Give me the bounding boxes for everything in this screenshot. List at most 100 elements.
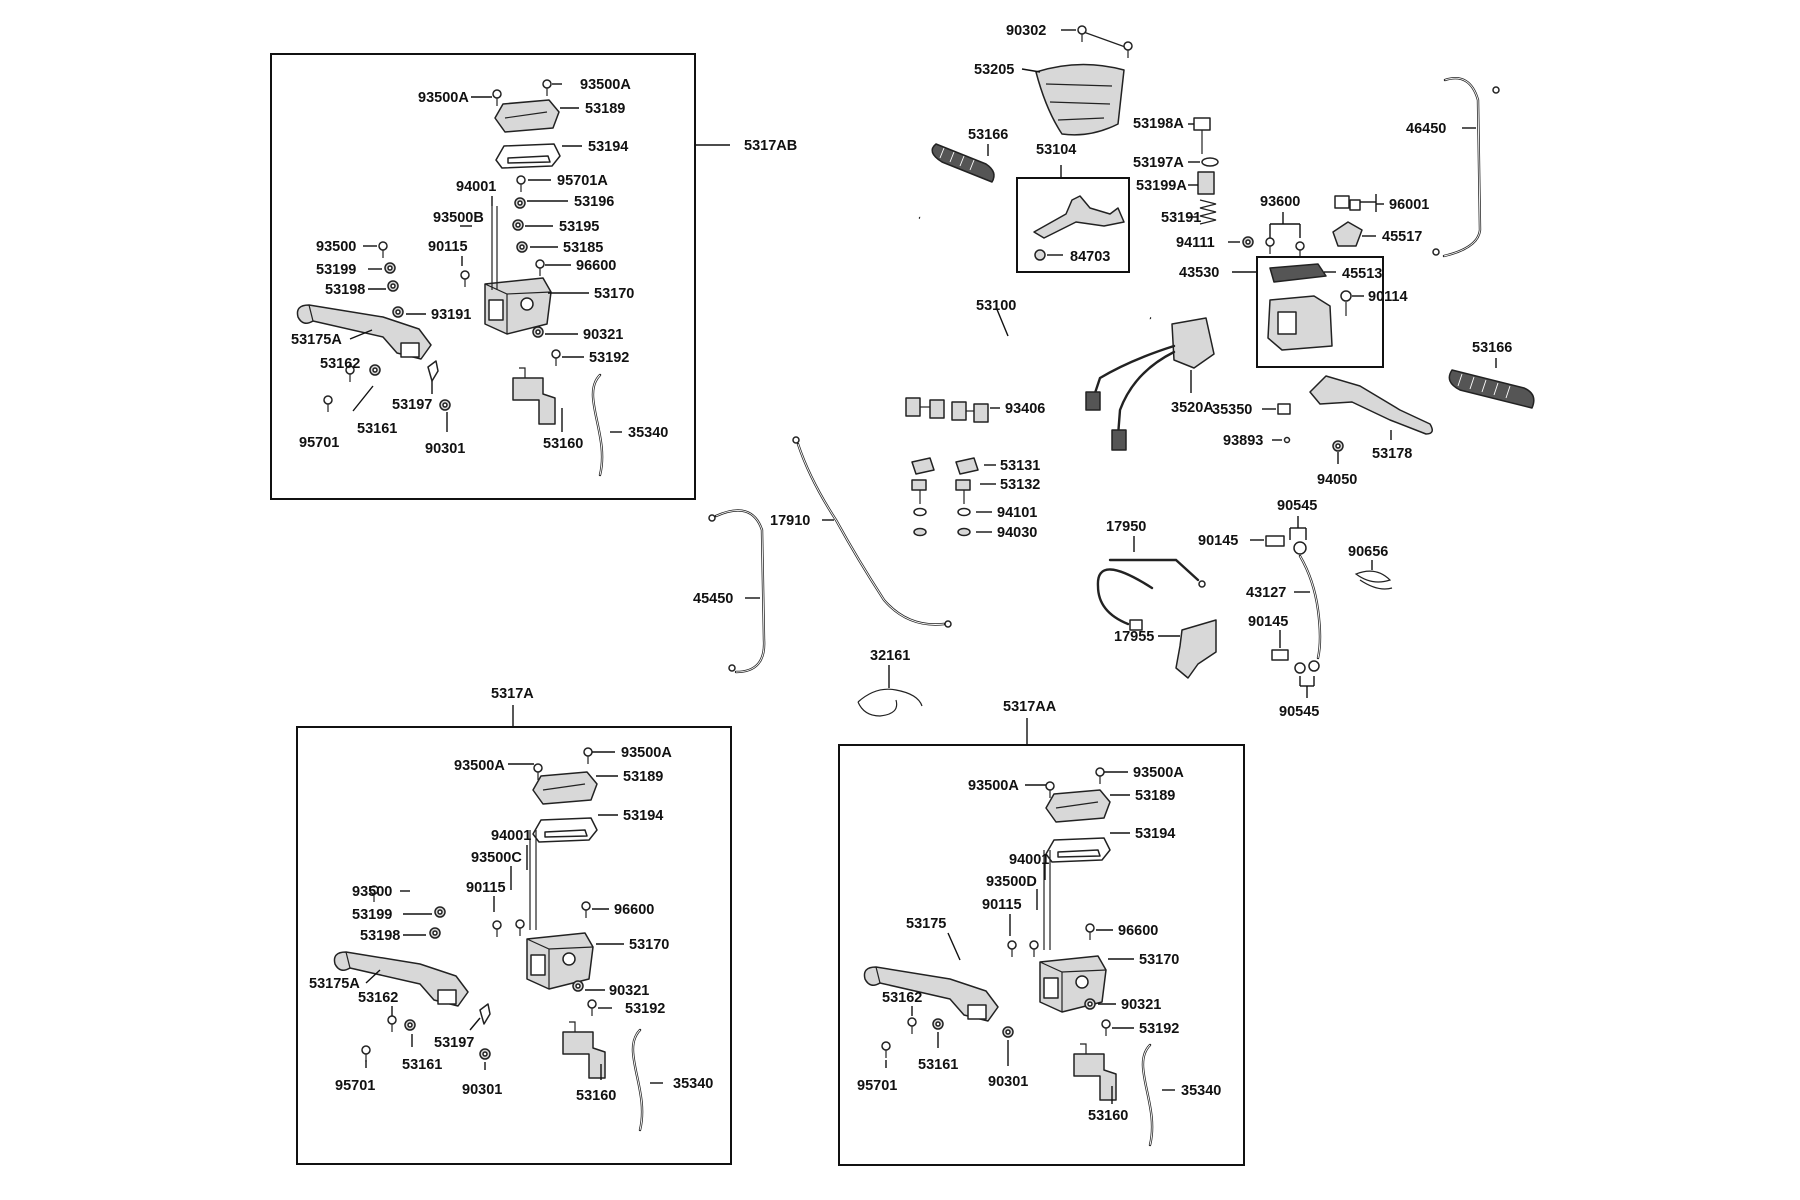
label-53170: 53170 [629,937,669,953]
clip-90656 [1354,570,1393,590]
label-53161: 53161 [402,1057,442,1073]
label-90115: 90115 [428,239,468,255]
label-90145: 90145 [1248,614,1288,630]
label-53205: 53205 [974,62,1014,78]
label-45517: 45517 [1382,229,1422,245]
label-53197: 53197 [434,1035,474,1051]
label-35340: 35340 [628,425,668,441]
label-93500D: 93500D [986,874,1037,890]
label-5317AA: 5317AA [1003,699,1057,715]
label-90321: 90321 [609,983,649,999]
label-35340: 35340 [1181,1083,1221,1099]
label-93500: 93500 [352,884,392,900]
label-53160: 53160 [576,1088,616,1104]
label-53197: 53197 [392,397,432,413]
label-93500A: 93500A [1133,765,1184,781]
lever-53178 [1309,375,1433,435]
label-53199: 53199 [316,262,356,278]
label-53131: 53131 [1000,458,1040,474]
cables-middle: 17910 45450 32161 17950 17955 90545 9014… [693,436,1393,720]
label-90321: 90321 [1121,997,1161,1013]
label-53189: 53189 [623,769,663,785]
label-46450: 46450 [1406,121,1446,137]
label-90114: 90114 [1368,289,1408,305]
label-93500A: 93500A [454,758,505,774]
label-90545: 90545 [1277,498,1317,514]
label-53160: 53160 [1088,1108,1128,1124]
assembly-5317A: 5317A [296,686,732,1165]
label-17950: 17950 [1106,519,1146,535]
clamp-set-93406 [905,397,989,423]
label-43127: 43127 [1246,585,1286,601]
label-93500A: 93500A [418,90,469,106]
assembly-box-5317AB [270,53,696,500]
label-17910: 17910 [770,513,810,529]
label-96600: 96600 [576,258,616,274]
label-53175: 53175 [906,916,946,932]
label-93600: 93600 [1260,194,1300,210]
label-53162: 53162 [358,990,398,1006]
label-93500A: 93500A [580,77,631,93]
label-93500A: 93500A [968,778,1019,794]
assembly-5317AA: 5317AA [838,699,1245,1166]
label-53194: 53194 [1135,826,1175,842]
label-43530: 43530 [1179,265,1219,281]
label-95701: 95701 [857,1078,897,1094]
label-35350: 35350 [1212,402,1252,418]
cable-17950 [1096,568,1154,626]
label-93893: 93893 [1223,433,1263,449]
left-grip-53166 [931,143,995,183]
label-53192: 53192 [589,350,629,366]
label-53162: 53162 [320,356,360,372]
label-53192: 53192 [625,1001,665,1017]
assembly-box-5317AA [838,744,1245,1166]
label-53197A: 53197A [1133,155,1184,171]
label-35340: 35340 [673,1076,713,1092]
label-53199: 53199 [352,907,392,923]
label-53161: 53161 [918,1057,958,1073]
label-53161: 53161 [357,421,397,437]
label-53166: 53166 [968,127,1008,143]
label-53196: 53196 [574,194,614,210]
label-93406: 93406 [1005,401,1045,417]
label-90656: 90656 [1348,544,1388,560]
label-96001: 96001 [1389,197,1429,213]
label-84703: 84703 [1070,249,1110,265]
label-90145: 90145 [1198,533,1238,549]
label-5317AB: 5317AB [744,138,797,154]
label-90115: 90115 [982,897,1022,913]
label-45450: 45450 [693,591,733,607]
label-94001: 94001 [456,179,496,195]
label-53100: 53100 [976,298,1016,314]
label-53189: 53189 [585,101,625,117]
label-90301: 90301 [988,1074,1028,1090]
label-93500B: 93500B [433,210,484,226]
label-53160: 53160 [543,436,583,452]
label-90321: 90321 [583,327,623,343]
assembly-5317AB: 5317AB [270,53,797,500]
label-94030: 94030 [997,525,1037,541]
label-5317A: 5317A [491,686,534,702]
label-94050: 94050 [1317,472,1357,488]
label-53170: 53170 [1139,952,1179,968]
label-90545: 90545 [1279,704,1319,720]
label-45513: 45513 [1342,266,1382,282]
label-3520A: 3520A [1171,400,1214,416]
label-94101: 94101 [997,505,1037,521]
label-53189: 53189 [1135,788,1175,804]
label-53170: 53170 [594,286,634,302]
clip-32161 [857,688,923,717]
label-53198: 53198 [325,282,365,298]
label-53194: 53194 [588,139,628,155]
label-90302: 90302 [1006,23,1046,39]
label-53198A: 53198A [1133,116,1184,132]
right-grip-53166 [1448,369,1535,409]
cable-46450 [1442,77,1482,258]
label-94111: 94111 [1176,235,1215,251]
handlebar-cover-53205 [1035,63,1125,136]
label-96600: 96600 [614,902,654,918]
hose-43127 [1298,554,1322,660]
label-90301: 90301 [462,1082,502,1098]
label-53175A: 53175A [291,332,342,348]
